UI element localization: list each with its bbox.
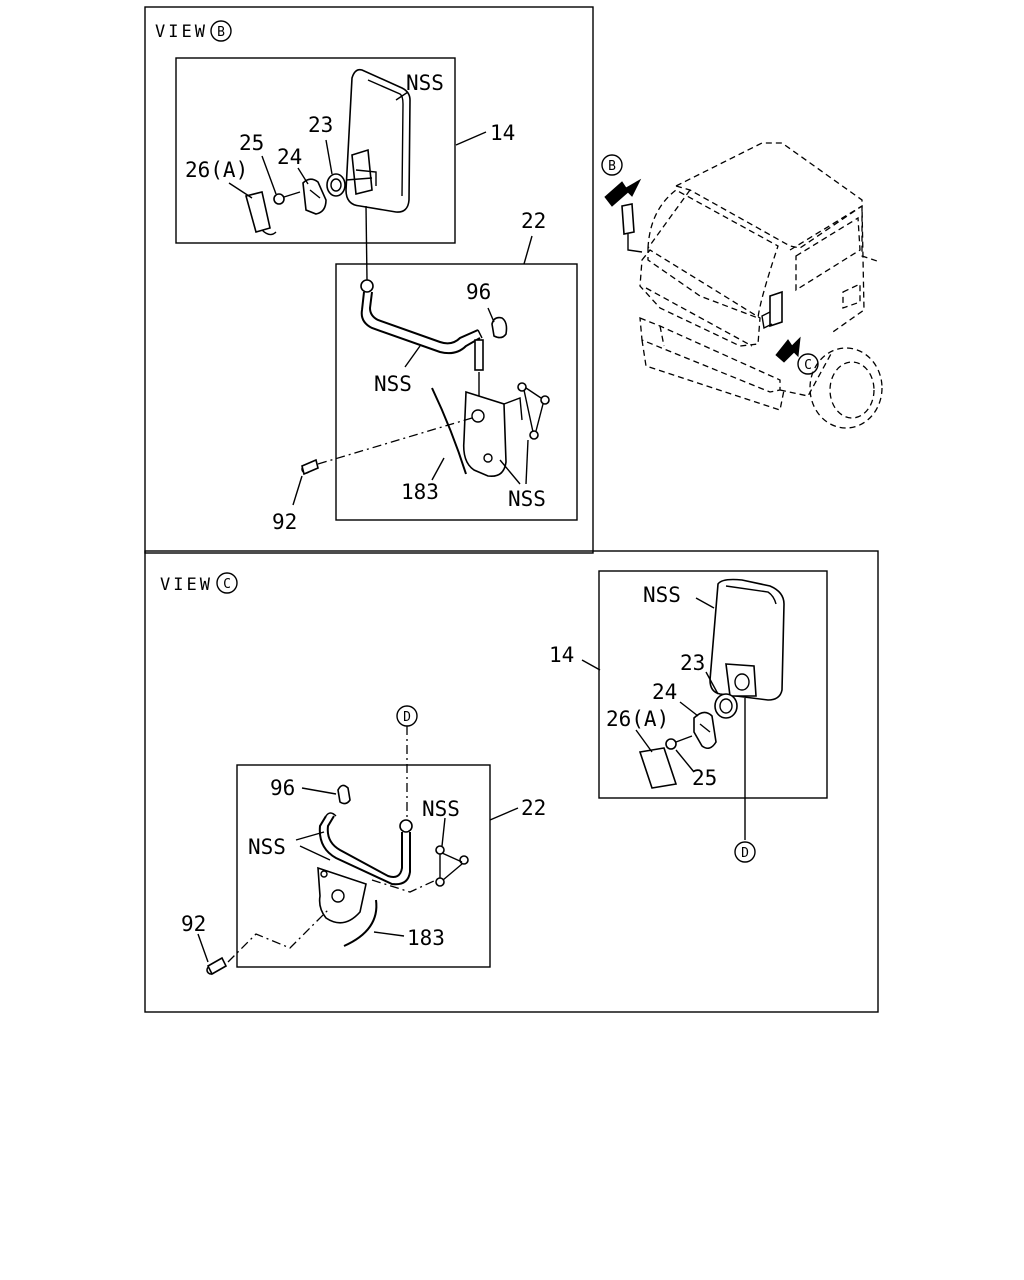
view-b-part-26-sticker bbox=[245, 191, 277, 236]
view-b-callout-nss-arm: NSS bbox=[374, 372, 412, 396]
view-c-marker: C bbox=[223, 577, 231, 592]
view-b-part-23-cap bbox=[326, 173, 346, 197]
view-b-marker: B bbox=[217, 25, 225, 40]
view-c-link-hardware bbox=[435, 845, 469, 887]
view-b-leaders bbox=[228, 91, 533, 506]
view-c-callout-96: 96 bbox=[270, 776, 295, 800]
view-c-arm-box bbox=[236, 764, 491, 968]
view-c-part-26-sticker bbox=[638, 747, 678, 789]
view-b-callout-22: 22 bbox=[521, 209, 546, 233]
view-b-part-92-bolt bbox=[301, 417, 473, 476]
view-c-connector-top-label: D bbox=[403, 710, 411, 725]
view-c-callouts: NSS 14 23 24 26(A) 25 96 NSS NSS 22 92 1… bbox=[181, 583, 717, 950]
view-b-callout-96: 96 bbox=[466, 280, 491, 304]
truck-view-c-arrow-icon: C bbox=[775, 336, 819, 375]
view-b-part-96-clip bbox=[491, 316, 508, 339]
view-b-bracket bbox=[462, 390, 523, 478]
view-c-mirror-box bbox=[598, 570, 828, 799]
view-b-callout-183: 183 bbox=[401, 480, 439, 504]
view-c-callout-nss-mirror: NSS bbox=[643, 583, 681, 607]
view-c-connector-d-bottom: D bbox=[734, 841, 756, 863]
truck-arrow-b-label: B bbox=[608, 159, 616, 174]
view-b-mirror-box bbox=[175, 57, 456, 244]
view-b-part-183-strip bbox=[431, 387, 467, 475]
view-b-arm-box bbox=[335, 263, 578, 521]
view-c-bracket bbox=[317, 866, 367, 924]
view-b-callouts: NSS 14 23 24 25 26(A) 22 96 NSS NSS 183 … bbox=[185, 71, 546, 534]
view-c-callout-23: 23 bbox=[680, 651, 705, 675]
view-c-connector-d-top: D bbox=[396, 705, 418, 818]
truck-arrow-c-label: C bbox=[804, 358, 812, 373]
view-c-callout-nss-link: NSS bbox=[422, 797, 460, 821]
view-b-part-24-cover bbox=[302, 178, 327, 215]
view-c-part-183-strip bbox=[343, 899, 378, 947]
view-b-part-25-screw bbox=[273, 191, 301, 205]
view-c-part-24-cover bbox=[693, 711, 717, 750]
view-c-heading: VIEW C bbox=[160, 572, 238, 595]
view-b-title: VIEW bbox=[155, 22, 208, 42]
view-c-callout-25: 25 bbox=[692, 766, 717, 790]
view-c-callout-26: 26(A) bbox=[606, 707, 669, 731]
view-c-part-96-clip bbox=[337, 784, 351, 805]
view-b-callout-nss-mirror: NSS bbox=[406, 71, 444, 95]
view-c-callout-nss-arm: NSS bbox=[248, 835, 286, 859]
truck-cab-illustration bbox=[621, 142, 883, 429]
truck-view-b-arrow-icon: B bbox=[601, 154, 642, 207]
view-c-callout-22: 22 bbox=[521, 796, 546, 820]
view-b-mirror-head bbox=[345, 68, 411, 213]
view-c-leaders bbox=[197, 597, 719, 963]
view-c-part-92-bolt bbox=[206, 879, 437, 976]
view-b-callout-92: 92 bbox=[272, 510, 297, 534]
view-b-callout-26: 26(A) bbox=[185, 158, 248, 182]
view-c-mirror-arm bbox=[318, 812, 413, 886]
view-b-callout-25: 25 bbox=[239, 131, 264, 155]
view-c-callout-24: 24 bbox=[652, 680, 677, 704]
view-b-heading: VIEW B bbox=[155, 20, 232, 42]
view-b-frame bbox=[144, 6, 594, 554]
view-b-callout-23: 23 bbox=[308, 113, 333, 137]
view-c-title: VIEW bbox=[160, 575, 213, 595]
view-c-part-25-screw bbox=[665, 735, 693, 750]
view-c-part-23-cap bbox=[714, 693, 738, 719]
view-c-callout-14: 14 bbox=[549, 643, 574, 667]
view-b-mirror-arm bbox=[360, 279, 484, 398]
view-b-link-hardware bbox=[517, 382, 550, 440]
view-b-callout-nss-bracket: NSS bbox=[508, 487, 546, 511]
view-c-callout-92: 92 bbox=[181, 912, 206, 936]
view-c-mirror-head bbox=[709, 578, 785, 701]
view-b-callout-14: 14 bbox=[490, 121, 515, 145]
view-b-callout-24: 24 bbox=[277, 145, 302, 169]
view-c-frame bbox=[144, 550, 879, 1013]
view-c-connector-bottom-label: D bbox=[741, 846, 749, 861]
view-c-callout-183: 183 bbox=[407, 926, 445, 950]
